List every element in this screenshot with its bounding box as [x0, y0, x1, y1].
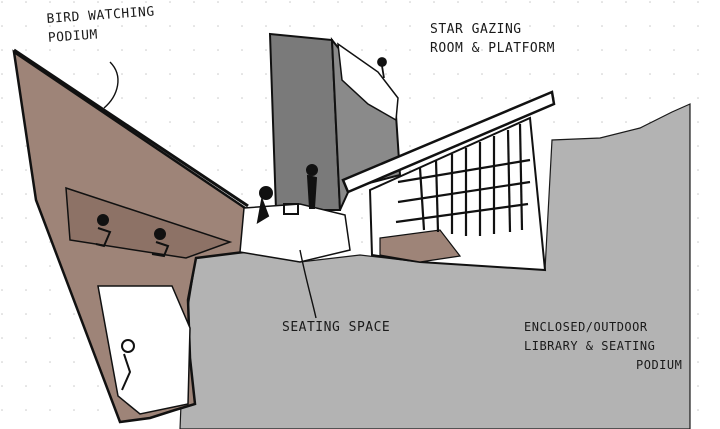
library-line-2: LIBRARY & SEATING: [524, 337, 682, 356]
seating-space-label: SEATING SPACE: [282, 318, 390, 337]
library-label: ENCLOSED/OUTDOOR LIBRARY & SEATING PODIU…: [524, 318, 682, 375]
bird-watching-label: BIRD WATCHING PODIUM: [46, 2, 157, 47]
seating-platform: [240, 204, 350, 262]
star-gazing-line-1: STAR GAZING: [430, 20, 555, 39]
library-line-1: ENCLOSED/OUTDOOR: [524, 318, 682, 337]
central-tower: [270, 34, 340, 210]
star-gazing-label: STAR GAZING ROOM & PLATFORM: [430, 20, 555, 58]
library-line-3: PODIUM: [524, 356, 682, 375]
star-gazing-line-2: ROOM & PLATFORM: [430, 39, 555, 58]
